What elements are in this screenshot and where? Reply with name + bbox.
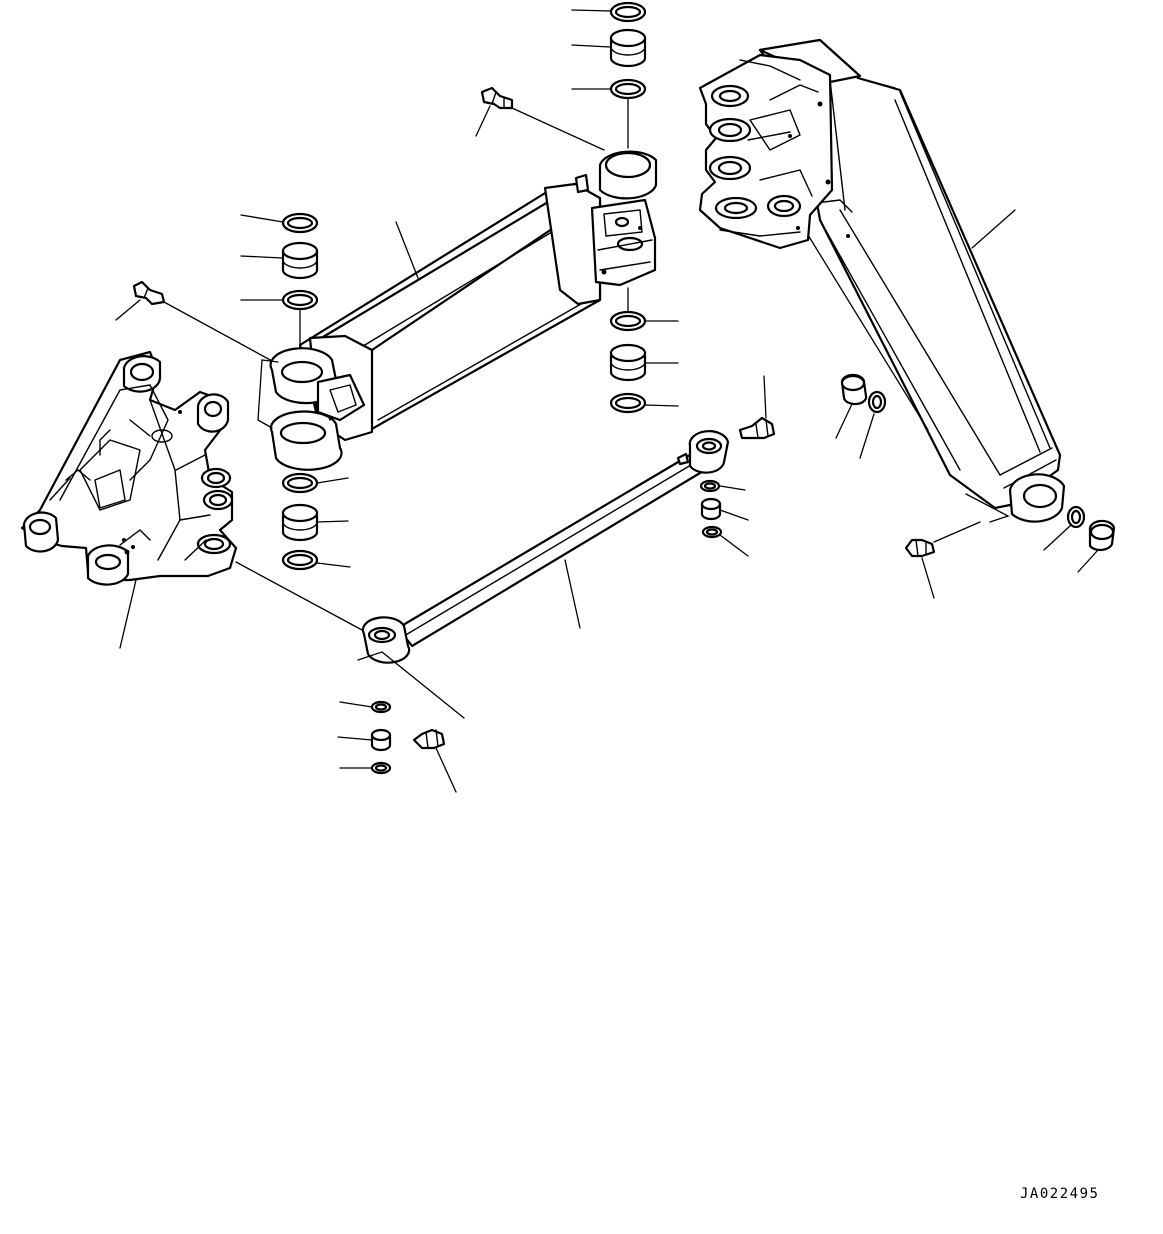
- grease-fitting-rod-right: [738, 375, 776, 440]
- seal-ring-inner: [614, 5, 642, 19]
- grease-fitting-left: [115, 280, 286, 369]
- grease-fitting-top: [475, 86, 605, 151]
- bushing-stack-top: [571, 1, 647, 149]
- grease-fitting-boom: [904, 521, 981, 599]
- small-bushing-stack-bottom: [337, 700, 392, 775]
- boom: [698, 38, 1066, 523]
- grease-fitting-bottom: [412, 728, 457, 793]
- arm: [269, 150, 658, 471]
- bushing-stack-left-upper: [240, 212, 319, 351]
- tie-rod: [361, 430, 730, 664]
- boom-bushing-foot: [1043, 505, 1116, 573]
- drawing-number: JA022495: [1020, 1186, 1100, 1202]
- small-bushing-stack-right: [699, 479, 749, 557]
- swing-bracket: [20, 350, 238, 586]
- bushing-stack-arm-lower-right: [609, 287, 679, 414]
- bushing-stack-left-lower: [281, 472, 351, 571]
- boom-bushing-left: [835, 373, 887, 459]
